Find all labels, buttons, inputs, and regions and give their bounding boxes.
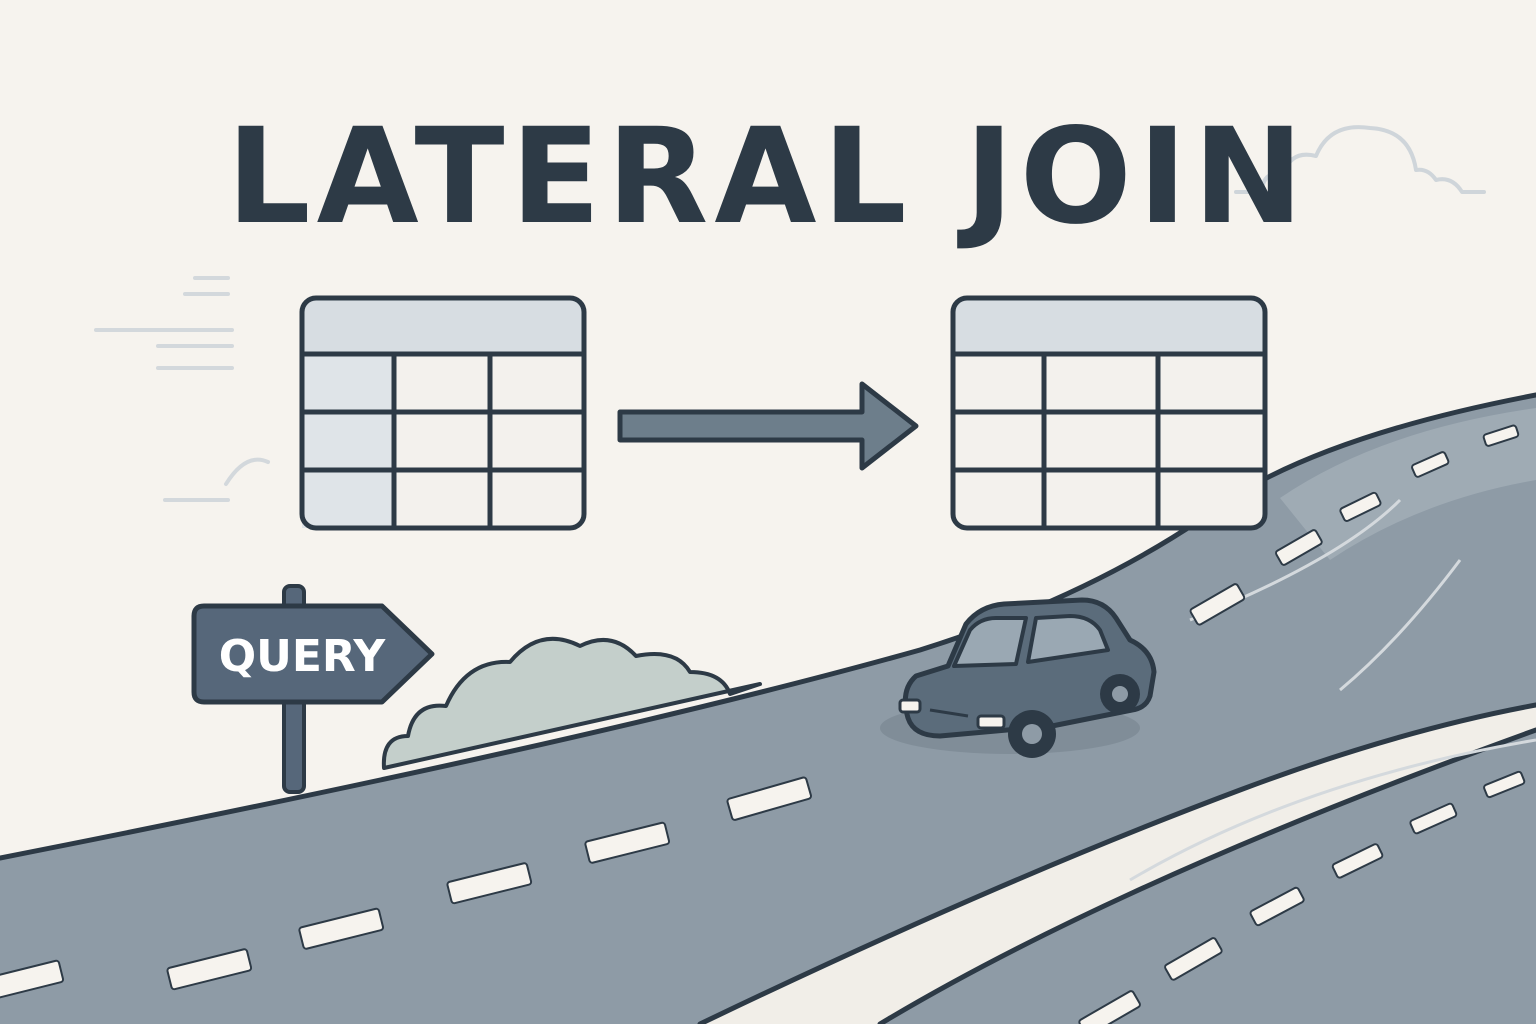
lane-markings-lower	[1078, 770, 1526, 1024]
result-table-icon	[950, 295, 1268, 531]
signpost-label: QUERY	[219, 631, 387, 682]
car-icon	[880, 597, 1157, 758]
arrow-right-icon	[617, 381, 919, 471]
source-table-icon	[299, 295, 587, 531]
lane-markings	[0, 424, 1520, 1002]
road	[0, 392, 1536, 1024]
wind-lines	[94, 276, 270, 502]
signpost-icon: QUERY	[191, 584, 435, 794]
cloud-icon	[1234, 125, 1486, 194]
page-title: LATERAL JOIN	[226, 100, 1309, 254]
bush-icon	[381, 636, 762, 770]
